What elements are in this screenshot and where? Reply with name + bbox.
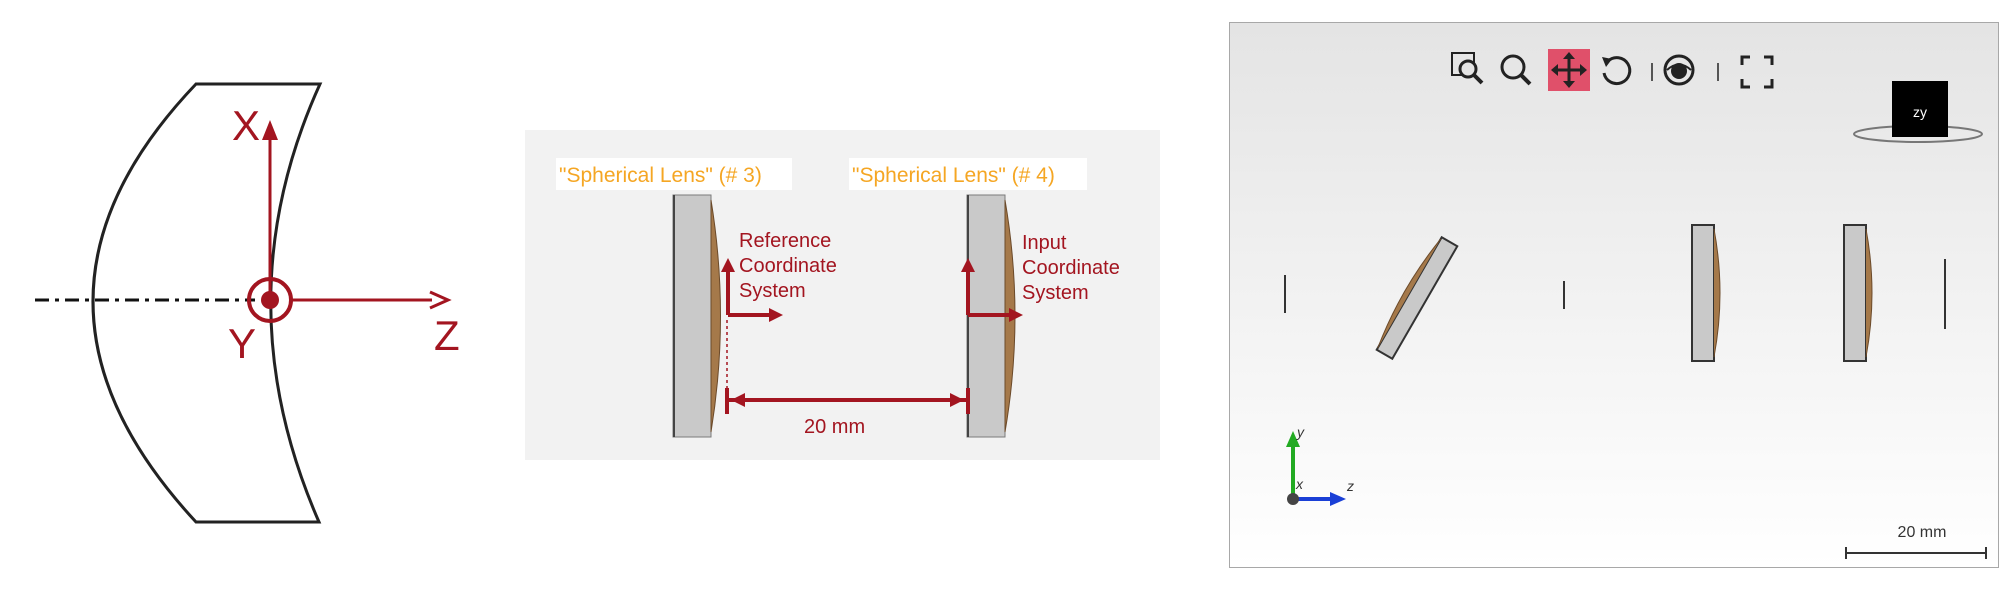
lens-pair-panel: "Spherical Lens" (# 3) "Spherical Lens" … bbox=[525, 130, 1160, 460]
lens-4-3d bbox=[1843, 224, 1873, 362]
reference-cs-line-3: System bbox=[739, 280, 806, 302]
z-axis-label: Z bbox=[434, 312, 460, 359]
magnifier-icon[interactable] bbox=[1500, 54, 1532, 86]
lens4-label-box bbox=[849, 158, 1087, 190]
zoom-region-icon[interactable] bbox=[1451, 52, 1484, 85]
y-axis-dot bbox=[261, 291, 279, 309]
z-axis-arrowhead bbox=[429, 290, 452, 310]
lens3-label-box bbox=[556, 158, 792, 190]
y-axis-ring bbox=[247, 277, 293, 323]
lens-3 bbox=[672, 194, 721, 438]
scale-bar: 20 mm bbox=[1845, 524, 1987, 559]
input-coordinate-arrows bbox=[961, 258, 1023, 322]
input-cs-line-1: Input bbox=[1022, 232, 1067, 254]
axis-triad: y x z bbox=[1286, 424, 1354, 506]
axis-z-label: z bbox=[1346, 478, 1354, 494]
distance-dimension bbox=[725, 388, 970, 414]
3d-viewer-canvas[interactable]: zy y x z bbox=[1230, 23, 2000, 569]
x-axis-label: X bbox=[232, 102, 260, 149]
view-cube-label: zy bbox=[1913, 104, 1927, 120]
lens-4 bbox=[966, 194, 1016, 438]
fullscreen-icon[interactable] bbox=[1740, 55, 1774, 89]
distance-label: 20 mm bbox=[804, 416, 865, 438]
lens-3-3d bbox=[1691, 224, 1721, 362]
lens-schematic: X Y Z bbox=[35, 82, 460, 524]
viewer-toolbar bbox=[1451, 49, 1774, 91]
input-cs-line-2: Coordinate bbox=[1022, 257, 1120, 279]
view-cube[interactable]: zy bbox=[1853, 81, 1983, 143]
scale-bar-label: 20 mm bbox=[1898, 524, 1947, 541]
x-axis-arrowhead bbox=[262, 120, 278, 140]
axis-y-label: y bbox=[1296, 424, 1305, 440]
axis-x-label: x bbox=[1295, 476, 1304, 492]
pan-arrows-icon[interactable] bbox=[1548, 49, 1590, 91]
reference-coordinate-arrows bbox=[721, 258, 783, 322]
lens-pair-diagram: "Spherical Lens" (# 3) "Spherical Lens" … bbox=[525, 130, 1160, 460]
lens-schematic-panel: X Y Z bbox=[0, 0, 480, 592]
lens-outline bbox=[91, 82, 323, 524]
tilted-lens bbox=[1375, 235, 1459, 361]
lens4-label: "Spherical Lens" (# 4) bbox=[852, 164, 1055, 187]
3d-viewer-panel[interactable]: zy y x z bbox=[1229, 22, 1999, 568]
eye-icon[interactable] bbox=[1663, 54, 1695, 86]
reference-cs-line-2: Coordinate bbox=[739, 255, 837, 277]
y-axis-label: Y bbox=[228, 320, 256, 367]
rotate-icon[interactable] bbox=[1602, 56, 1632, 86]
lens3-label: "Spherical Lens" (# 3) bbox=[559, 164, 762, 187]
input-cs-line-3: System bbox=[1022, 282, 1089, 304]
reference-cs-line-1: Reference bbox=[739, 230, 831, 252]
